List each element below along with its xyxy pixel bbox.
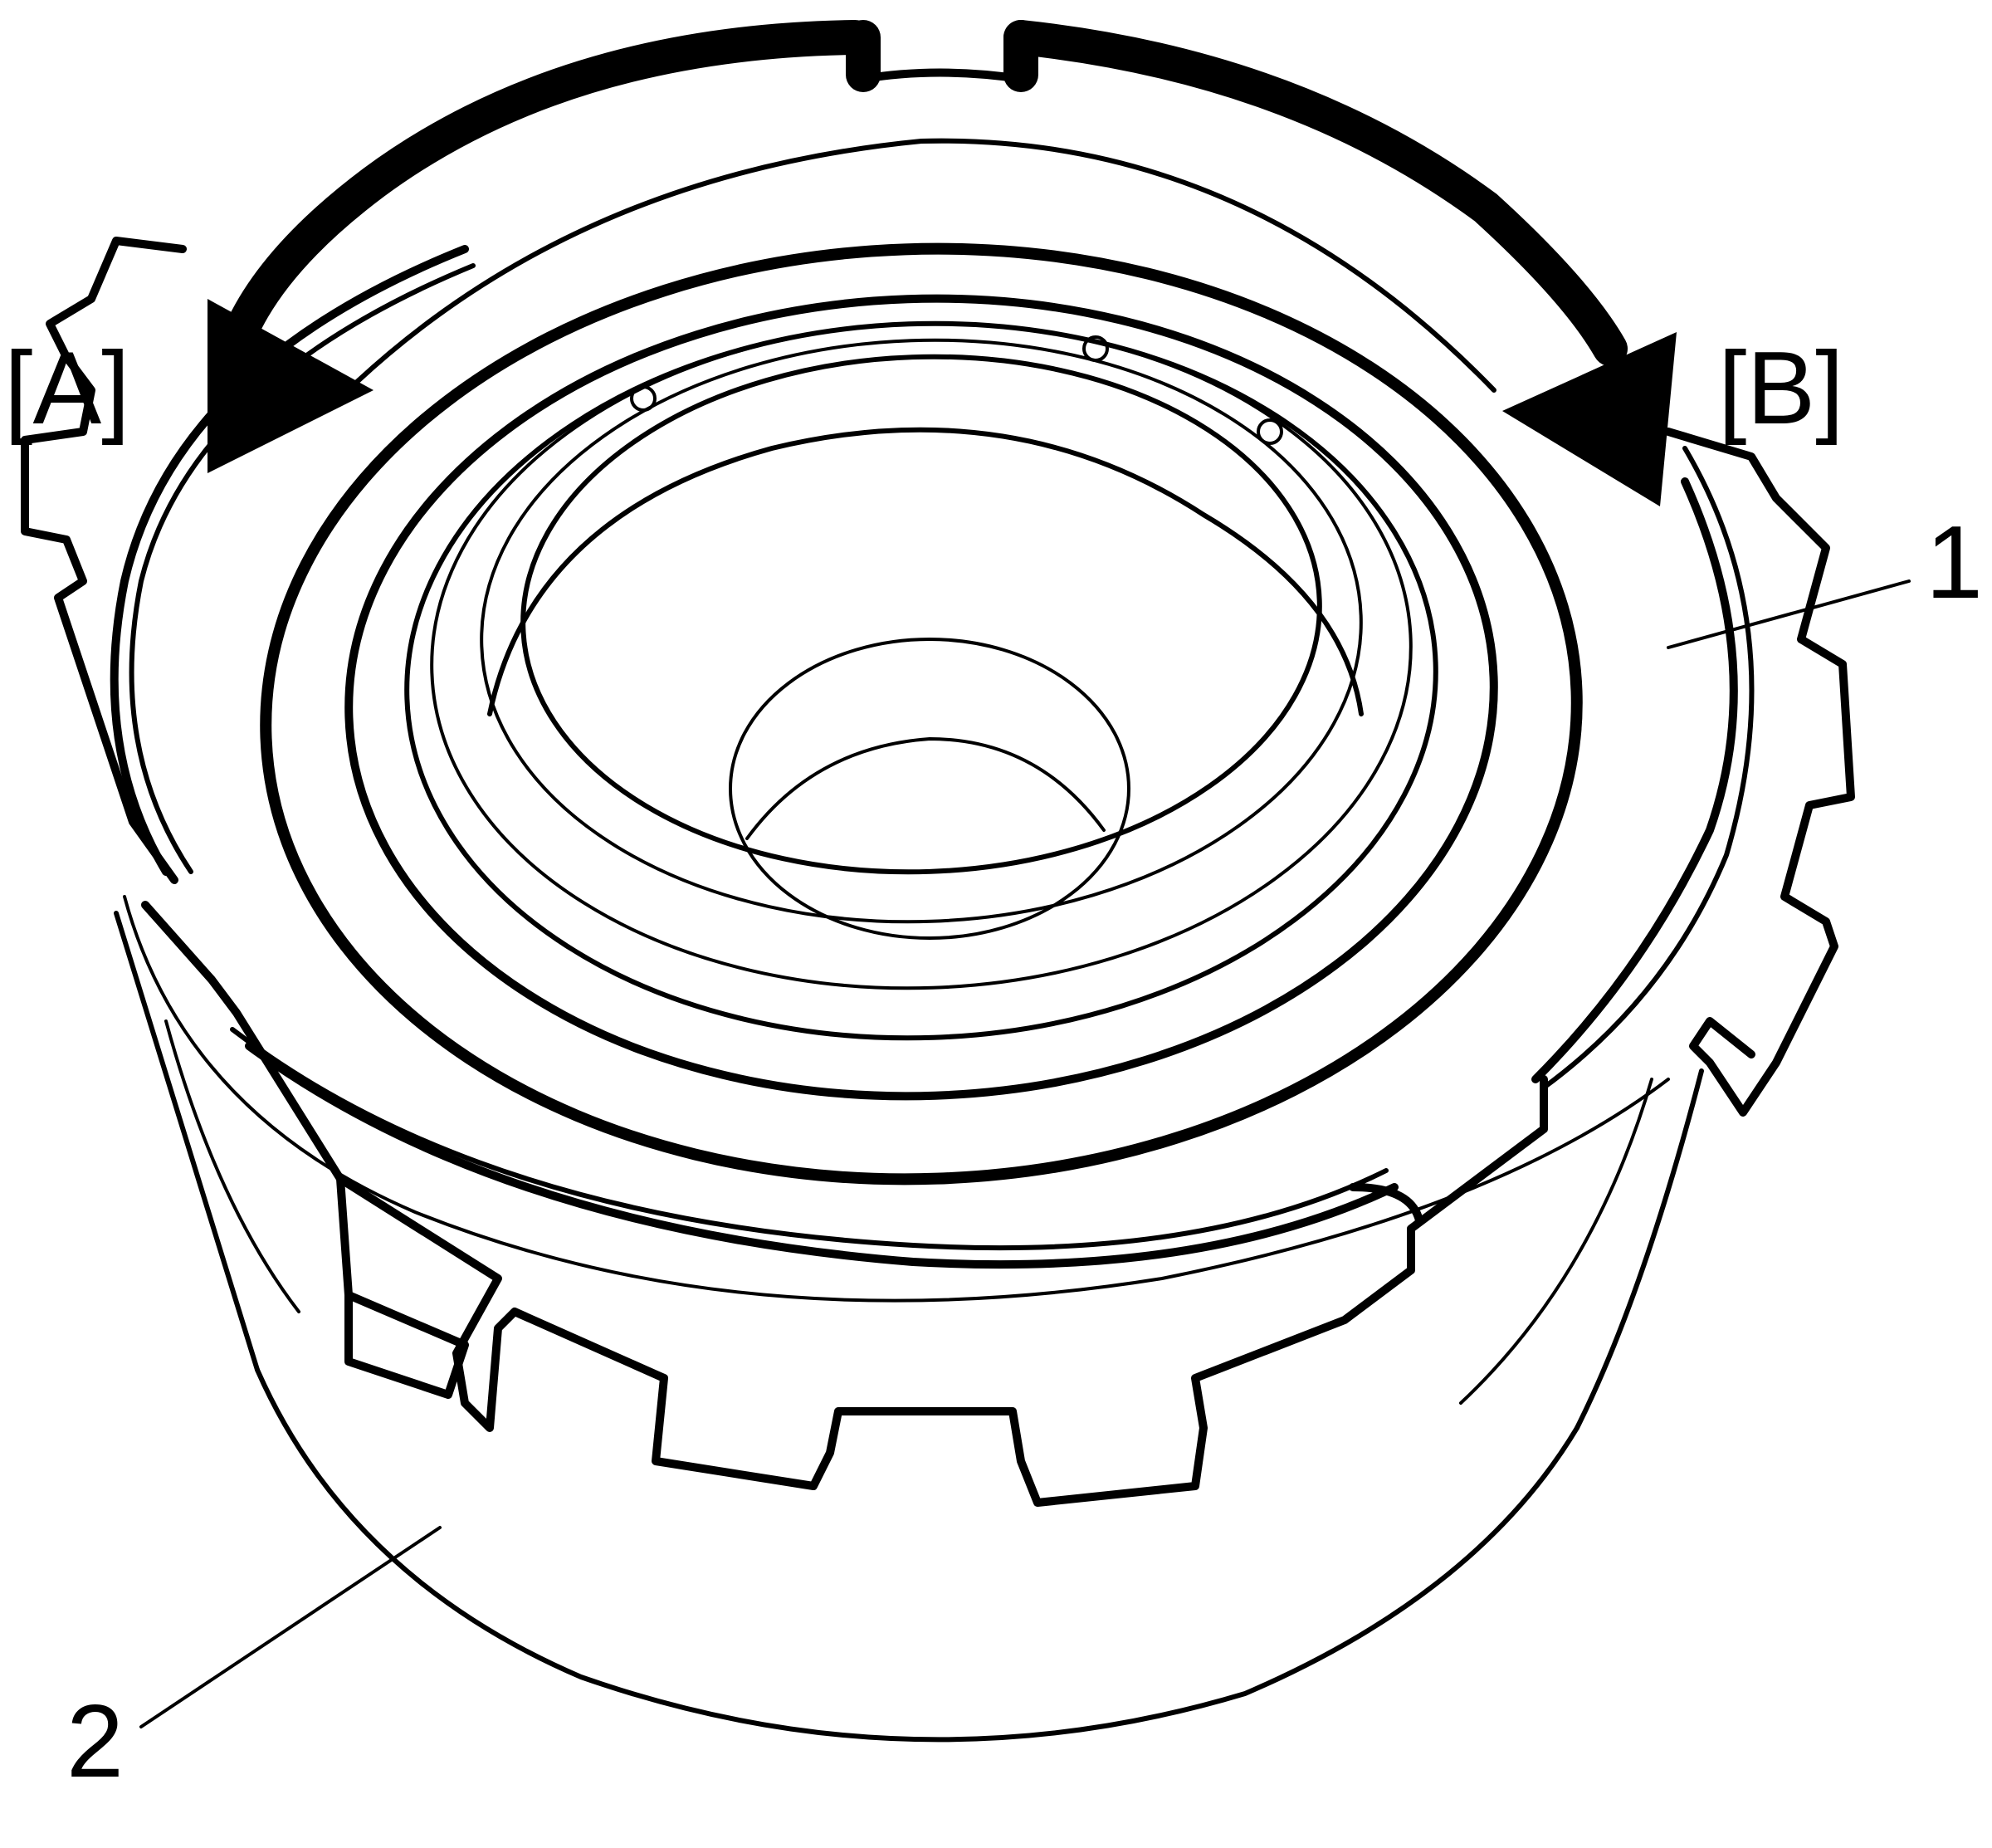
leader-line-1	[1667, 579, 1911, 649]
rotation-arrow-left-icon	[208, 20, 881, 473]
callout-2: 2	[66, 1684, 124, 1799]
label-b: [B]	[1718, 331, 1844, 446]
inner-bore-detail	[260, 242, 1583, 1186]
leader-line-2	[139, 1526, 442, 1728]
housing-drum-icon	[114, 895, 1704, 1743]
top-rim-line	[859, 68, 1025, 83]
label-a: [A]	[4, 331, 130, 446]
callout-1: 1	[1926, 506, 1983, 620]
upper-rim-arc	[354, 138, 1496, 393]
sprocket-ring-icon	[21, 237, 1855, 1507]
rotation-arrow-right-icon	[1003, 20, 1677, 506]
